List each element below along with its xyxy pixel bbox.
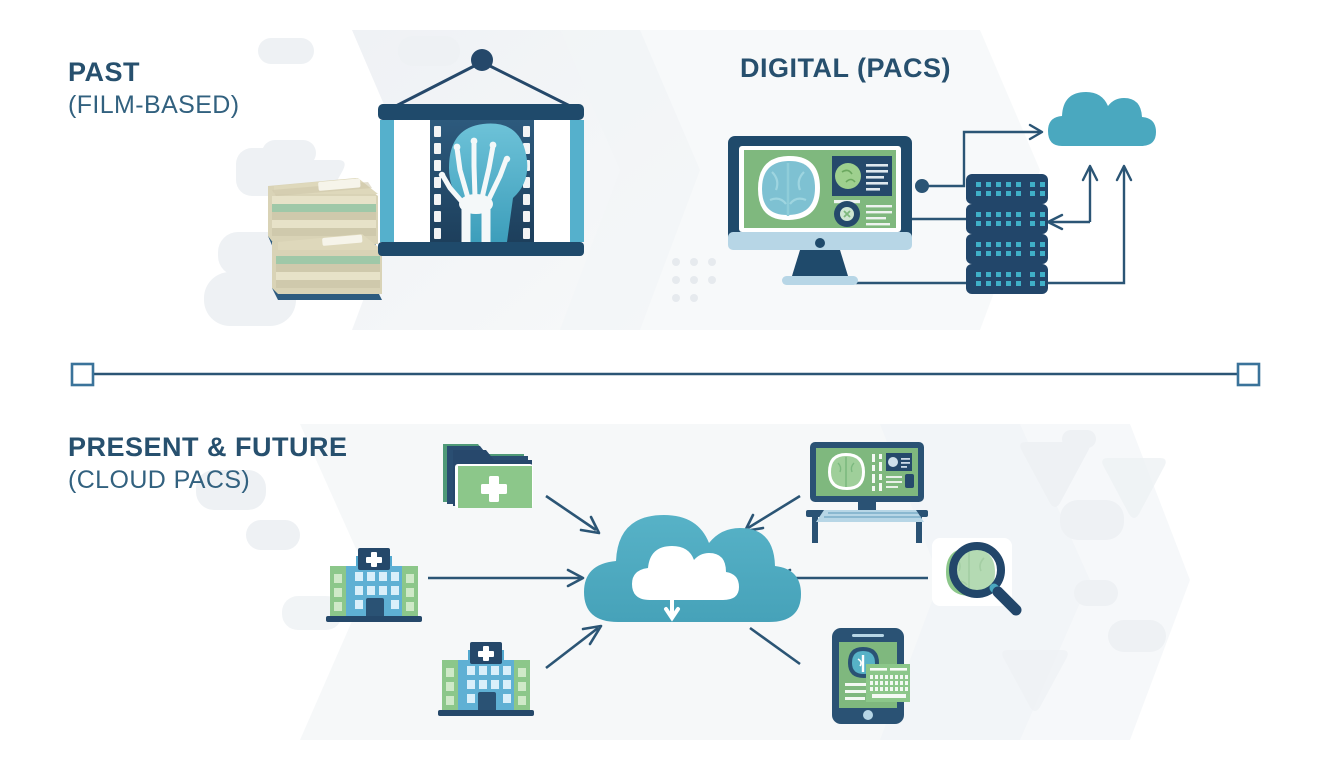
medical-cross-icon: [481, 476, 507, 502]
hospital-secondary-icon: [438, 642, 534, 716]
digital-connectors: [826, 123, 1133, 285]
future-section-title-block: PRESENT & FUTURE (CLOUD PACS): [68, 433, 348, 494]
past-subtitle: (FILM-BASED): [68, 91, 240, 120]
section-divider: [70, 362, 1261, 387]
tablet-keyboard-overlay: [866, 664, 910, 702]
connector-dot-icon: [915, 179, 929, 193]
keyboard-icon: [816, 510, 924, 522]
server-unit: [966, 264, 1048, 294]
divider-endcap-right: [1236, 362, 1261, 387]
sync-arrow-icon: [664, 566, 680, 622]
brain-ct-thumbnail: [758, 155, 820, 221]
radiology-workstation-icon: [806, 442, 928, 543]
cloud-hub-icon: [584, 515, 801, 622]
pacs-workstation-icon: [728, 136, 912, 285]
ai-brain-analysis-icon: [932, 538, 1022, 616]
past-section-title-block: PAST (FILM-BASED): [68, 58, 239, 119]
film-stacks-icon: [268, 178, 382, 300]
future-title: PRESENT & FUTURE: [68, 432, 348, 462]
xray-lightbox-icon: [378, 49, 584, 256]
cloud-storage-icon: [1048, 92, 1156, 146]
digital-section-title-block: DIGITAL (PACS): [740, 53, 951, 83]
medical-records-folder-icon: [443, 444, 533, 508]
digital-title: DIGITAL (PACS): [740, 53, 951, 83]
server-unit: [966, 174, 1048, 204]
server-unit: [966, 234, 1048, 264]
mobile-tablet-viewer-icon: [832, 628, 910, 724]
future-subtitle: (CLOUD PACS): [68, 466, 251, 495]
divider-endcap-left: [70, 362, 95, 387]
hanger-knob-icon: [471, 49, 493, 71]
past-title: PAST: [68, 57, 141, 87]
magnifier-icon: [949, 542, 1005, 598]
hand-xray-image: [438, 123, 528, 247]
server-rack-icon: [966, 174, 1048, 294]
server-unit: [966, 204, 1048, 234]
hospital-primary-icon: [326, 548, 422, 622]
hub-arrows: [428, 494, 928, 670]
